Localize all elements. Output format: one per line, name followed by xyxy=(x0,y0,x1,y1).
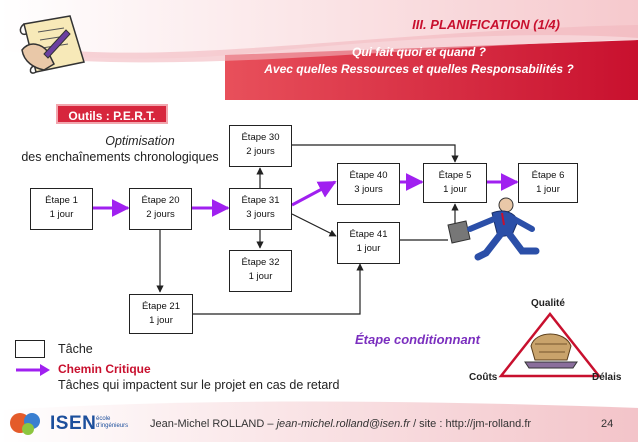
node-duration: 2 jours xyxy=(246,146,275,157)
node-duration: 1 jour xyxy=(536,184,560,195)
legend-critical-label: Chemin Critique xyxy=(58,362,151,376)
node-etape-40: Étape 40 3 jours xyxy=(337,163,400,205)
node-duration: 1 jour xyxy=(356,243,381,254)
node-name: Étape 32 xyxy=(241,257,280,268)
node-name: Étape 31 xyxy=(241,195,280,206)
node-duration: 3 jours xyxy=(246,209,275,220)
slide-subtitle: Qui fait quoi et quand ? Avec quelles Re… xyxy=(225,44,613,78)
edge-21-41 xyxy=(193,263,364,315)
optimisation-line-2: des enchaînements chronologiques xyxy=(21,150,219,164)
node-etape-21: Étape 21 1 jour xyxy=(129,294,193,334)
node-duration: 1 jour xyxy=(149,315,173,326)
node-name: Étape 20 xyxy=(141,195,180,206)
node-etape-5: Étape 5 1 jour xyxy=(423,163,487,203)
legend-task-label: Tâche xyxy=(58,342,93,356)
running-businessman-icon xyxy=(447,197,540,261)
legend-critical-description: Tâches qui impactent sur le projet en ca… xyxy=(58,378,340,392)
edge-30-5 xyxy=(292,144,459,163)
footer-email-link[interactable]: jean-michel.rolland@isen.fr xyxy=(276,418,411,430)
footer-band xyxy=(0,401,638,442)
conditional-step-label: Étape conditionnant xyxy=(355,332,480,347)
legend-task-box xyxy=(15,340,45,358)
node-etape-6: Étape 6 1 jour xyxy=(518,163,578,203)
triangle-label-delays: Délais xyxy=(592,372,622,383)
isen-logo-icon xyxy=(10,413,40,435)
node-duration: 1 jour xyxy=(443,184,467,195)
header-banner xyxy=(0,0,638,100)
isen-logo-tagline-1: école xyxy=(96,416,111,422)
page-number: 24 xyxy=(601,418,614,430)
node-etape-32: Étape 32 1 jour xyxy=(229,250,292,292)
node-etape-41: Étape 41 1 jour xyxy=(337,222,400,264)
edge-31-41 xyxy=(291,213,337,237)
node-duration: 3 jours xyxy=(354,184,383,195)
node-name: Étape 1 xyxy=(45,195,78,206)
node-duration: 1 jour xyxy=(248,271,273,282)
isen-logo-tagline-2: d'ingénieurs xyxy=(96,423,129,429)
triangle-label-costs: Coûts xyxy=(469,372,498,383)
slide-title: III. PLANIFICATION (1/4) xyxy=(412,17,560,32)
node-etape-31: Étape 31 3 jours xyxy=(229,188,292,230)
node-etape-1: Étape 1 1 jour xyxy=(30,188,93,230)
node-name: Étape 30 xyxy=(241,132,280,143)
critical-path-arrow-icon xyxy=(16,364,50,376)
node-name: Étape 5 xyxy=(438,170,472,181)
node-duration: 1 jour xyxy=(49,209,74,220)
isen-logo-text: ISEN xyxy=(50,413,97,434)
footer-site: / site : http://jm-rolland.fr xyxy=(410,418,532,430)
writing-clipart-icon xyxy=(19,15,85,74)
subtitle-line-2: Avec quelles Ressources et quelles Respo… xyxy=(264,62,574,76)
node-duration: 2 jours xyxy=(146,209,175,220)
isen-logo-tagline: école d'ingénieurs xyxy=(96,416,128,430)
subtitle-line-1: Qui fait quoi et quand ? xyxy=(352,45,486,59)
triangle-label-quality: Qualité xyxy=(531,298,565,309)
project-triangle-diagram xyxy=(498,311,602,378)
node-name: Étape 21 xyxy=(141,301,181,312)
node-name: Étape 41 xyxy=(349,229,388,240)
footer-credits: Jean-Michel ROLLAND – jean-michel.rollan… xyxy=(150,418,531,430)
critical-edge-31-40 xyxy=(291,180,337,207)
optimisation-line-1: Optimisation xyxy=(105,134,175,148)
node-name: Étape 6 xyxy=(531,170,565,181)
footer-author: Jean-Michel ROLLAND – xyxy=(150,418,277,430)
tools-badge: Outils : P.E.R.T. xyxy=(56,104,168,124)
node-etape-20: Étape 20 2 jours xyxy=(129,188,192,230)
node-etape-30: Étape 30 2 jours xyxy=(229,125,292,167)
optimisation-caption: Optimisation des enchaînements chronolog… xyxy=(0,133,240,165)
node-name: Étape 40 xyxy=(349,170,388,181)
